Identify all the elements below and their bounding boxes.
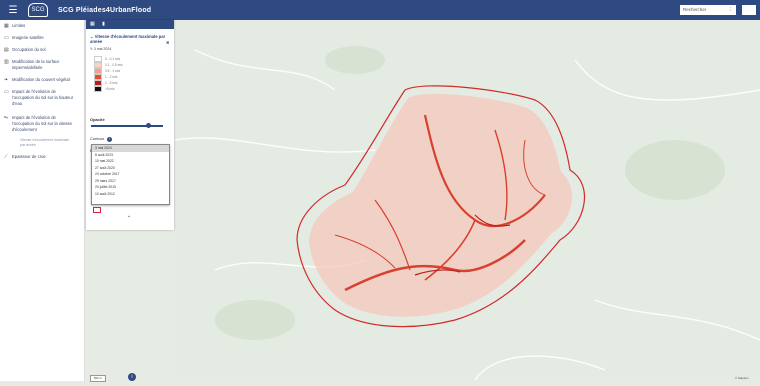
date-option[interactable]: 27 août 2020 bbox=[95, 165, 115, 170]
line-icon: ⟋ bbox=[4, 154, 8, 160]
info-button[interactable]: i bbox=[128, 373, 136, 381]
chevron-down-icon[interactable]: ⌄ bbox=[127, 213, 132, 219]
date-dropdown: 3 mai 2024 8 août 2023 10 mai 2022 27 ao… bbox=[91, 144, 170, 205]
search-input[interactable]: Rechercher ⋮ bbox=[680, 5, 736, 15]
legend-item: >5 m/s bbox=[94, 86, 123, 92]
legend-item: 2 - 5 m/s bbox=[94, 80, 123, 86]
date-option[interactable]: 8 août 2023 bbox=[95, 152, 113, 157]
panel-header: ▦ ▮ bbox=[86, 20, 174, 29]
legend-item: 0.1 - 0.5 m/s bbox=[94, 62, 123, 68]
slider-handle[interactable] bbox=[146, 123, 152, 128]
satellite-icon: ▭ bbox=[4, 35, 9, 41]
opacity-slider[interactable] bbox=[91, 123, 163, 128]
legend-item: 1 - 2 m/s bbox=[94, 74, 123, 80]
hamburger-icon[interactable]: ☰ bbox=[8, 4, 18, 16]
map-view[interactable] bbox=[174, 20, 760, 381]
top-bar: ☰ SCG SCG Pléiades4UrbanFlood Rechercher… bbox=[0, 0, 760, 20]
toolbar-button[interactable] bbox=[742, 5, 756, 15]
search-placeholder: Rechercher bbox=[683, 7, 707, 12]
date-option[interactable]: 20 juillet 2015 bbox=[95, 185, 116, 189]
sidebar: ▦ Limites ▭ Imagerie satellite ▤ Occupat… bbox=[0, 20, 85, 381]
document-icon: ▥ bbox=[4, 59, 9, 65]
sidebar-item-epaisseur[interactable]: ⟋ Epaisseur de crue bbox=[4, 154, 46, 160]
date-option[interactable]: 29 mars 2017 bbox=[95, 178, 116, 183]
panel-date: ✎ 3 mai 2024 bbox=[90, 47, 112, 51]
sidebar-subitem-vitesse-max[interactable]: Vitesse d'écoulement maximale par année bbox=[20, 138, 70, 147]
close-icon[interactable]: ✖ bbox=[166, 40, 170, 45]
pencil-icon: ✎ bbox=[90, 47, 94, 51]
app-logo: SCG bbox=[28, 3, 48, 17]
opacity-label: Opacité bbox=[90, 117, 105, 122]
map-attribution[interactable]: © Mapbox bbox=[735, 376, 749, 380]
sidebar-item-vitesse[interactable]: ⥲ Impact de l'évolution de l'occupation … bbox=[4, 115, 72, 132]
legend-item: 0 - 0.1 m/s bbox=[94, 56, 123, 62]
legend-item: 0.5 - 1 m/s bbox=[94, 68, 123, 74]
layers-icon: ▦ bbox=[4, 23, 9, 29]
date-option[interactable]: 10 mai 2022 bbox=[95, 159, 114, 163]
flow-icon: ⥲ bbox=[4, 115, 9, 121]
info-tab-icon[interactable]: ▮ bbox=[102, 21, 105, 27]
sidebar-item-occupation[interactable]: ▤ Occupation du sol bbox=[4, 47, 46, 53]
date-option[interactable]: 10 août 2012 bbox=[95, 191, 115, 196]
date-option[interactable]: 24 octobre 2017 bbox=[95, 172, 120, 176]
flood-area bbox=[309, 93, 573, 317]
layers-tab-icon[interactable]: ▦ bbox=[90, 21, 95, 27]
app-title: SCG Pléiades4UrbanFlood bbox=[58, 6, 152, 14]
legend: 0 - 0.1 m/s 0.1 - 0.5 m/s 0.5 - 1 m/s 1 … bbox=[94, 56, 123, 92]
sidebar-item-vegetal[interactable]: ❧ Modification du couvert végétal bbox=[4, 77, 70, 83]
date-option[interactable]: 3 mai 2024 bbox=[92, 145, 169, 152]
sidebar-item-impermeabilisee[interactable]: ▥ Modification de la surface imperméabil… bbox=[4, 59, 60, 70]
sidebar-item-hauteur[interactable]: ▭ Impact de l'évolution de l'occupation … bbox=[4, 89, 74, 106]
sidebar-item-imagerie[interactable]: ▭ Imagerie satellite bbox=[4, 35, 44, 41]
chart-icon: ▭ bbox=[4, 89, 9, 95]
more-options-icon[interactable]: ⋮ bbox=[728, 7, 734, 12]
contour-swatch bbox=[93, 207, 101, 213]
expand-icon[interactable]: ⌄ bbox=[90, 34, 95, 39]
sidebar-item-limites[interactable]: ▦ Limites bbox=[4, 23, 26, 29]
info-icon: i bbox=[107, 137, 113, 142]
leaf-icon: ❧ bbox=[4, 77, 9, 83]
grid-icon: ▤ bbox=[4, 47, 9, 53]
panel-title: ⌄ Vitesse d'écoulement maximale par anné… bbox=[90, 34, 166, 44]
